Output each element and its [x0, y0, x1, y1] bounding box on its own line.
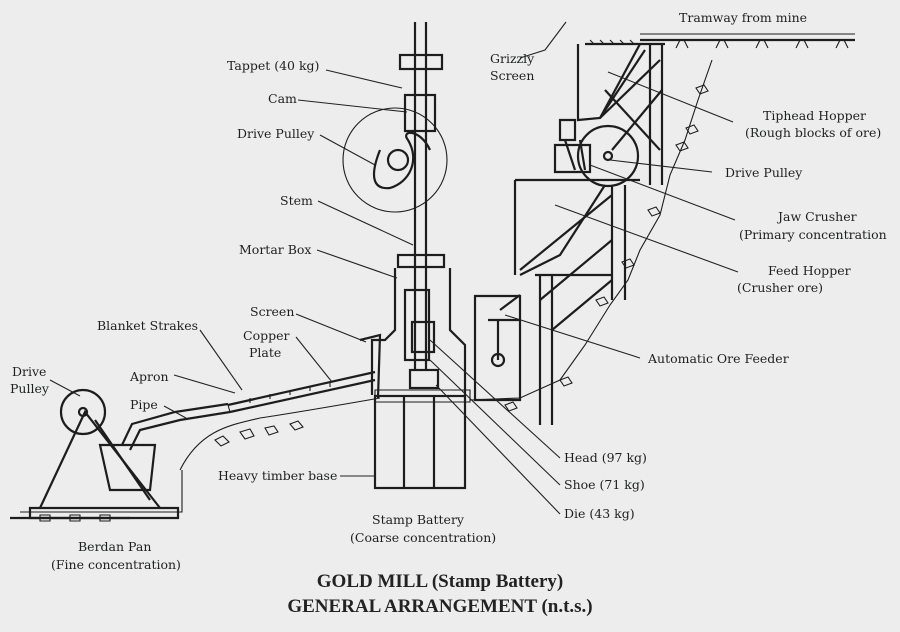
label-die: Die (43 kg)	[564, 506, 635, 521]
label-stamp-battery-1: Stamp Battery	[372, 512, 465, 527]
label-berdan-pan-2: (Fine concentration)	[51, 557, 181, 572]
label-screen: Screen	[250, 304, 294, 319]
label-tiphead-1: Tiphead Hopper	[763, 108, 866, 123]
label-head: Head (97 kg)	[564, 450, 647, 465]
automatic-ore-feeder	[473, 294, 522, 402]
label-tiphead-2: (Rough blocks of ore)	[745, 125, 881, 140]
labels: Tramway from mine Grizzly Screen Tappet …	[10, 10, 887, 617]
ground-rock	[10, 59, 713, 522]
label-copper-1: Copper	[243, 328, 289, 343]
label-stamp-battery-2: (Coarse concentration)	[350, 530, 496, 545]
title-line-1: GOLD MILL (Stamp Battery)	[317, 571, 563, 592]
label-copper-2: Plate	[249, 345, 281, 360]
copper-plate	[227, 370, 376, 414]
label-drive-left-1: Drive	[12, 364, 46, 379]
label-heavy-timber-base: Heavy timber base	[218, 468, 337, 483]
label-tramway: Tramway from mine	[679, 10, 807, 25]
label-drive-pulley-right: Drive Pulley	[725, 165, 803, 180]
berdan-pan	[28, 388, 231, 520]
leader-lines	[49, 21, 739, 515]
mortar-box	[359, 268, 467, 399]
label-feed-hopper-2: (Crusher ore)	[737, 280, 823, 295]
label-blanket-strakes: Blanket Strakes	[97, 318, 198, 333]
label-pipe: Pipe	[130, 397, 158, 412]
label-stem: Stem	[280, 193, 313, 208]
timber-base	[373, 389, 471, 490]
tiphead-hopper	[558, 43, 664, 185]
label-berdan-pan-1: Berdan Pan	[78, 539, 151, 554]
label-grizzly-1: Grizzly	[490, 51, 535, 66]
label-drive-pulley-main: Drive Pulley	[237, 126, 315, 141]
label-automatic-ore-feeder: Automatic Ore Feeder	[647, 351, 789, 366]
tramway	[585, 33, 855, 49]
label-jaw-crusher-1: Jaw Crusher	[776, 209, 857, 224]
jaw-crusher	[553, 124, 640, 188]
label-jaw-crusher-2: (Primary concentration	[739, 227, 887, 242]
label-tappet: Tappet (40 kg)	[227, 58, 319, 73]
label-grizzly-2: Screen	[490, 68, 534, 83]
label-feed-hopper-1: Feed Hopper	[768, 263, 851, 278]
label-shoe: Shoe (71 kg)	[564, 477, 645, 492]
label-apron: Apron	[129, 369, 169, 384]
label-cam: Cam	[268, 91, 297, 106]
stamp-stem-assembly	[342, 22, 448, 370]
label-mortar-box: Mortar Box	[239, 242, 312, 257]
title-line-2: GENERAL ARRANGEMENT (n.t.s.)	[287, 596, 592, 617]
feed-hopper	[513, 178, 640, 425]
label-drive-left-2: Pulley	[10, 381, 50, 396]
